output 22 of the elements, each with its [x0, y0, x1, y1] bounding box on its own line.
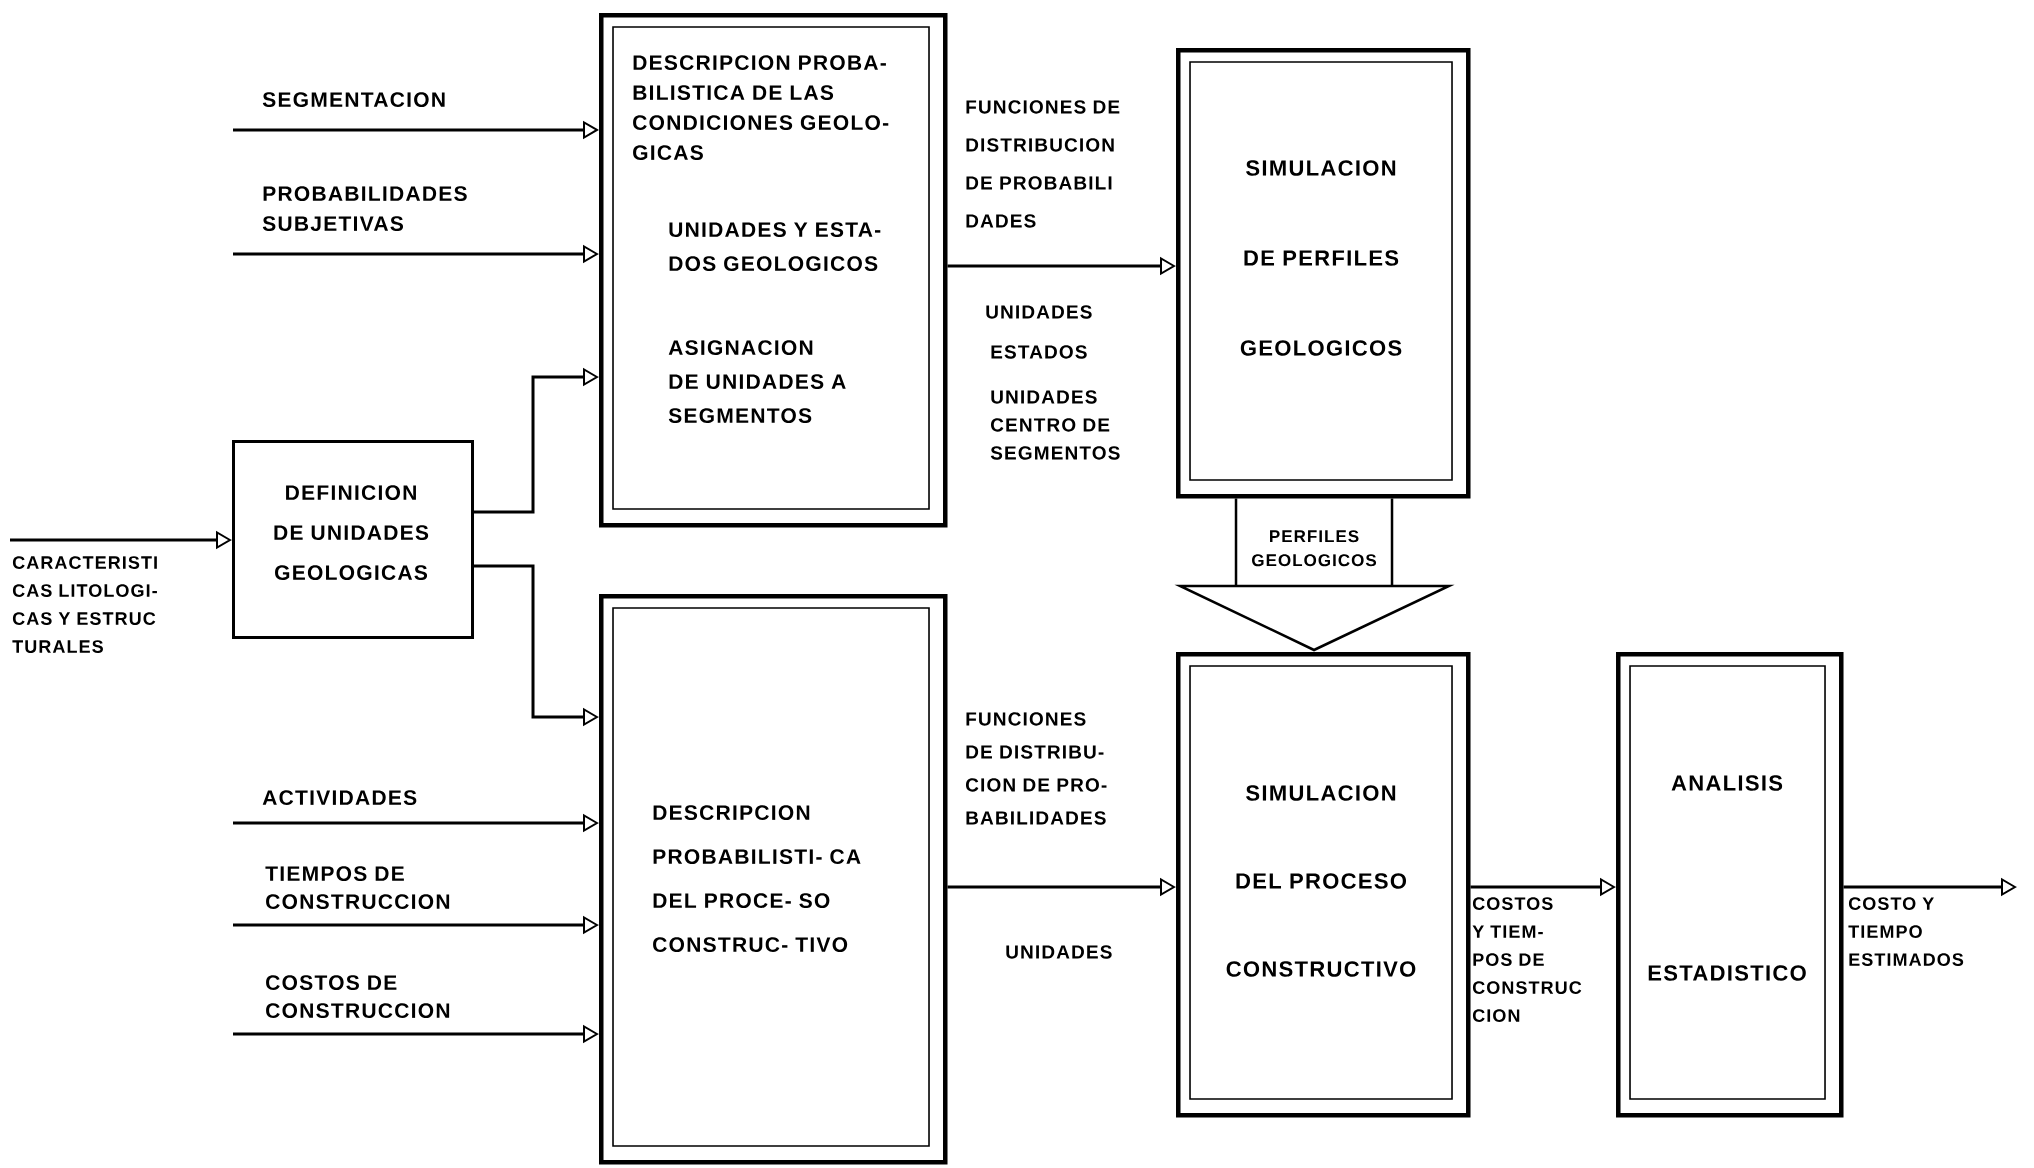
process-box: DESCRIPCION PROBABILISTI- CA DEL PROCE- SO CONSTRUC- TIVO [599, 594, 948, 1165]
process-box: SIMULACION DE PERFILES GEOLOGICOS [1176, 48, 1471, 499]
text-label: UNIDADES [1006, 945, 1112, 959]
edge-label: FUNCIONES DE DISTRIBU- CION DE PRO- BABILIDADES [966, 712, 1107, 825]
process-box: SIMULACION DEL PROCESO CONSTRUCTIVO [1176, 652, 1471, 1118]
process-box: DEFINICION DE UNIDADES GEOLOGICAS [232, 440, 474, 639]
edge-label: TIEMPOS DE CONSTRUCCION [265, 866, 450, 910]
process-box: DESCRIPCION PROBA- BILISTICA DE LAS CONDICIONES GEOLO- GICAS UNIDADES Y ESTA- DOS GEOLOGICOS ASIGNACION DE UNIDADES A SEGMENTOS [599, 13, 948, 528]
edge-label: ACTIVIDADES [262, 790, 417, 806]
text-label: UNIDADES [986, 305, 1092, 319]
edge-label: FUNCIONES DE DISTRIBUCION DE PROBABILI DADES [966, 100, 1120, 228]
edge-label: COSTO Y TIEMPO ESTIMADOS [1848, 897, 1964, 966]
edge-label: CARACTERISTI CAS LITOLOGI- CAS Y ESTRUC TURALES [12, 556, 157, 653]
edge-label: COSTOS Y TIEM- POS DE CONSTRUC CION [1472, 897, 1582, 1022]
connector-lines [1234, 497, 1394, 588]
edge-label: SEGMENTACION [262, 92, 445, 108]
edge-label: PERFILES GEOLOGICOS [1252, 530, 1377, 567]
edge-label: COSTOS DE CONSTRUCCION [266, 975, 450, 1019]
edge-label: PROBABILIDADES SUBJETIVAS [262, 186, 467, 232]
text-label: ESTADOS [991, 345, 1087, 359]
process-box: ANALISIS ESTADISTICO [1616, 652, 1844, 1118]
text-label: UNIDADES CENTRO DE SEGMENTOS [990, 390, 1120, 460]
